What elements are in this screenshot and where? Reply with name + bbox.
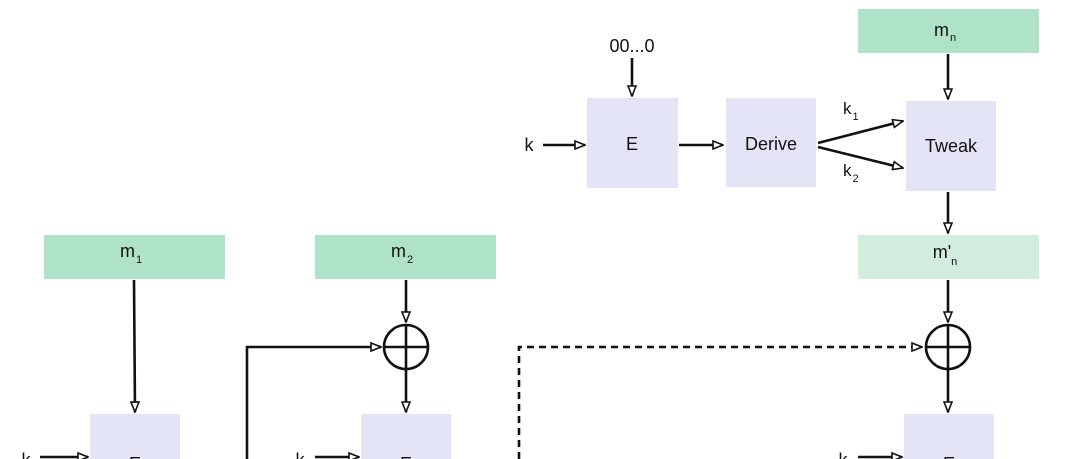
block-2-label: E xyxy=(400,454,412,459)
chain-dashed-line xyxy=(517,347,922,459)
block-2 xyxy=(361,414,451,459)
block-2-key-label: k xyxy=(296,450,306,459)
k2-label: k2 xyxy=(843,161,859,185)
block-1 xyxy=(90,414,180,459)
top-encrypt-label: E xyxy=(626,134,638,154)
top-encrypt-block xyxy=(587,98,678,188)
message-n-label: mn xyxy=(934,20,956,44)
message-2-label: m2 xyxy=(391,241,413,266)
derive-label: Derive xyxy=(745,134,797,154)
k1-arrow xyxy=(817,121,903,145)
top-key-label: k xyxy=(525,135,535,155)
block-n xyxy=(904,414,994,459)
tweaked-message-n-box xyxy=(858,235,1039,279)
k1-label: k1 xyxy=(843,99,859,123)
block-1-label: E xyxy=(129,454,141,459)
message-1-label: m1 xyxy=(120,241,142,266)
message-n-box xyxy=(858,9,1039,53)
k2-arrow xyxy=(817,145,903,168)
block-n-label: E xyxy=(943,454,955,459)
message-1-arrow xyxy=(134,279,135,412)
block-1-key-label: k xyxy=(22,450,32,459)
block-n-key-label: k xyxy=(839,450,849,459)
tweak-block xyxy=(906,101,996,191)
xor-n-icon xyxy=(924,323,972,371)
tweak-label: Tweak xyxy=(925,136,978,156)
derive-block xyxy=(726,98,816,187)
xor-2-icon xyxy=(382,323,430,371)
message-2-box xyxy=(315,235,496,279)
zeros-label: 00...0 xyxy=(609,36,654,56)
message-1-box xyxy=(44,235,225,279)
chain-1-to-xor-2-line xyxy=(245,347,381,459)
tweaked-message-n-label: m'n xyxy=(933,242,958,268)
